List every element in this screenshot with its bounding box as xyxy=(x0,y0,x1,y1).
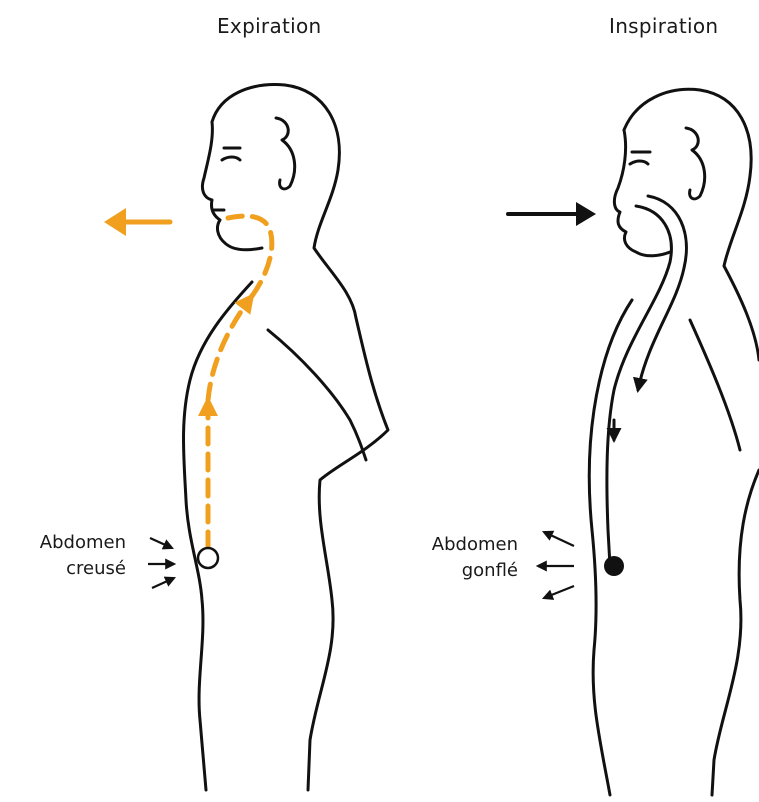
expiration-title: Expiration xyxy=(217,14,322,38)
abdomen-start-point-open xyxy=(198,548,218,568)
abdomen-hollow-label: Abdomen creusé xyxy=(8,530,126,582)
belly-pull-in-arrows-icon xyxy=(148,538,174,588)
exhale-arrow-icon xyxy=(104,208,170,236)
inhale-airflow-path xyxy=(607,196,687,566)
abdomen-inflated-label: Abdomen gonflé xyxy=(398,532,518,584)
inhale-arrow-icon xyxy=(508,202,596,226)
abdomen-hollow-label-line2: creusé xyxy=(8,556,126,582)
belly-push-out-arrows-icon xyxy=(538,532,574,598)
inspiration-title: Inspiration xyxy=(609,14,718,38)
abdomen-end-point-filled xyxy=(604,556,624,576)
left-figure-outline xyxy=(184,85,389,790)
right-figure-outline xyxy=(589,89,759,795)
abdomen-inflated-label-line2: gonflé xyxy=(398,558,518,584)
abdomen-hollow-label-line1: Abdomen xyxy=(8,530,126,556)
abdomen-inflated-label-line1: Abdomen xyxy=(398,532,518,558)
exhale-airflow-path xyxy=(208,216,272,548)
